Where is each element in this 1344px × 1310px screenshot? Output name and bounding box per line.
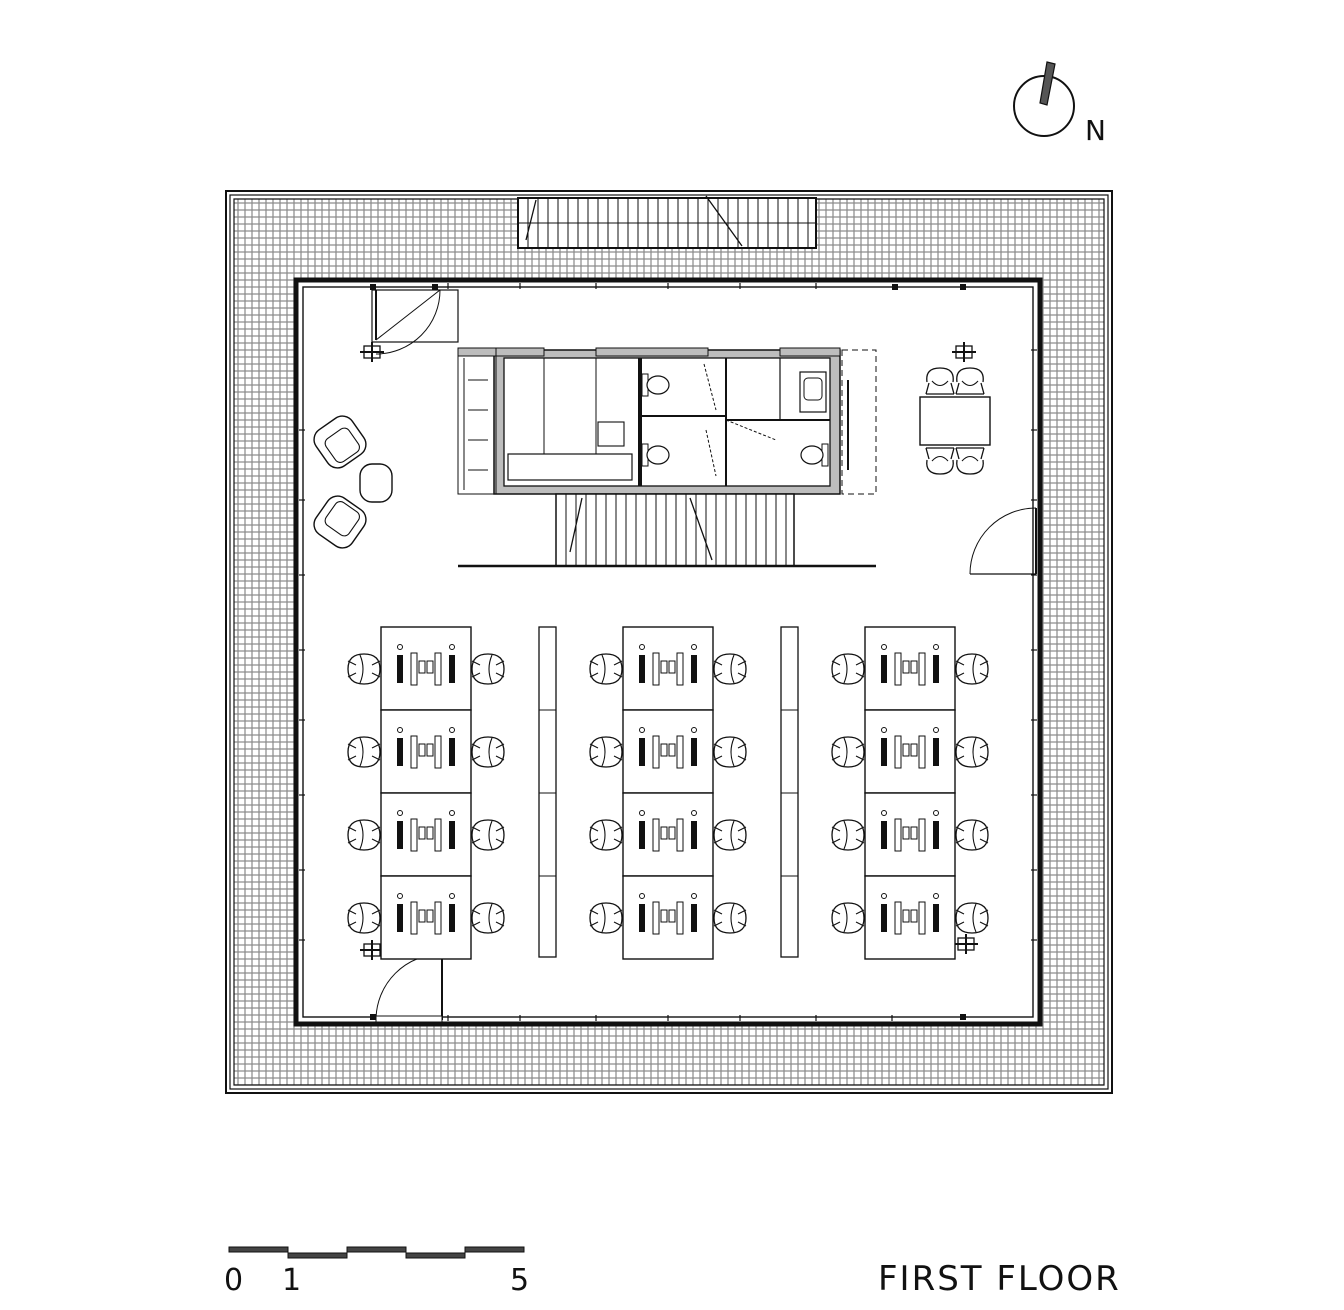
extinguisher-icon xyxy=(952,342,976,362)
office-chair xyxy=(347,736,381,768)
office-chair xyxy=(347,819,381,851)
computer-icon xyxy=(397,893,426,935)
service-core xyxy=(457,347,877,495)
computer-icon xyxy=(668,893,697,935)
desk xyxy=(864,875,956,960)
desk xyxy=(380,875,472,960)
desk xyxy=(380,792,472,877)
computer-icon xyxy=(668,727,697,769)
office-chair xyxy=(831,902,865,934)
office-chair xyxy=(471,819,505,851)
computer-icon xyxy=(910,727,939,769)
computer-icon xyxy=(881,893,910,935)
office-chair xyxy=(347,653,381,685)
desk xyxy=(622,792,714,877)
office-chair xyxy=(831,819,865,851)
lounge-area xyxy=(313,415,393,549)
computer-icon xyxy=(881,810,910,852)
desk xyxy=(380,709,472,794)
computer-icon xyxy=(668,644,697,686)
storage-partition xyxy=(538,626,557,958)
computer-icon xyxy=(639,644,668,686)
desk xyxy=(864,792,956,877)
toilet-icon xyxy=(641,443,670,467)
meeting-table xyxy=(919,367,991,475)
computer-icon xyxy=(910,644,939,686)
office-chair xyxy=(471,653,505,685)
workstation-group xyxy=(589,626,747,960)
office-chair xyxy=(589,819,623,851)
computer-icon xyxy=(397,810,426,852)
extinguisher-icon xyxy=(360,342,384,362)
office-chair xyxy=(955,902,989,934)
workstation-group xyxy=(347,626,505,960)
computer-icon xyxy=(668,810,697,852)
computer-icon xyxy=(426,644,455,686)
north-label: N xyxy=(1085,114,1106,147)
office-chair xyxy=(713,736,747,768)
workstation-area xyxy=(347,626,989,960)
computer-icon xyxy=(639,810,668,852)
desk xyxy=(622,875,714,960)
door-northwest xyxy=(371,289,459,355)
computer-icon xyxy=(426,727,455,769)
sink-icon xyxy=(799,371,827,413)
scale-label-five: 5 xyxy=(510,1263,530,1298)
office-chair xyxy=(955,736,989,768)
desk xyxy=(380,626,472,711)
office-chair xyxy=(831,653,865,685)
workstation-group xyxy=(831,626,989,960)
computer-icon xyxy=(881,727,910,769)
north-arrow-icon xyxy=(1013,61,1075,137)
computer-icon xyxy=(881,644,910,686)
scale-bar-icon xyxy=(228,1246,525,1259)
door-east xyxy=(969,507,1037,575)
computer-icon xyxy=(426,893,455,935)
extinguisher-icon xyxy=(360,940,384,960)
scale-label-zero: 0 xyxy=(224,1263,244,1298)
office-chair xyxy=(713,819,747,851)
office-chair xyxy=(713,902,747,934)
computer-icon xyxy=(639,893,668,935)
central-stair xyxy=(458,493,876,568)
storage-partition xyxy=(780,626,799,958)
extinguisher-icon xyxy=(954,934,978,954)
computer-icon xyxy=(397,727,426,769)
office-chair xyxy=(713,653,747,685)
desk xyxy=(622,626,714,711)
computer-icon xyxy=(639,727,668,769)
office-chair xyxy=(589,653,623,685)
desk xyxy=(864,626,956,711)
computer-icon xyxy=(397,644,426,686)
toilet-icon xyxy=(800,443,829,467)
scale-label-one: 1 xyxy=(282,1263,302,1298)
computer-icon xyxy=(426,810,455,852)
office-chair xyxy=(831,736,865,768)
office-chair xyxy=(589,902,623,934)
office-chair xyxy=(955,819,989,851)
office-chair xyxy=(955,653,989,685)
computer-icon xyxy=(910,810,939,852)
office-chair xyxy=(347,902,381,934)
desk xyxy=(622,709,714,794)
office-chair xyxy=(589,736,623,768)
toilet-icon xyxy=(641,373,670,397)
computer-icon xyxy=(910,893,939,935)
north-stair xyxy=(517,195,817,249)
drawing-title: FIRST FLOOR xyxy=(878,1259,1121,1299)
office-chair xyxy=(471,736,505,768)
office-chair xyxy=(471,902,505,934)
desk xyxy=(864,709,956,794)
